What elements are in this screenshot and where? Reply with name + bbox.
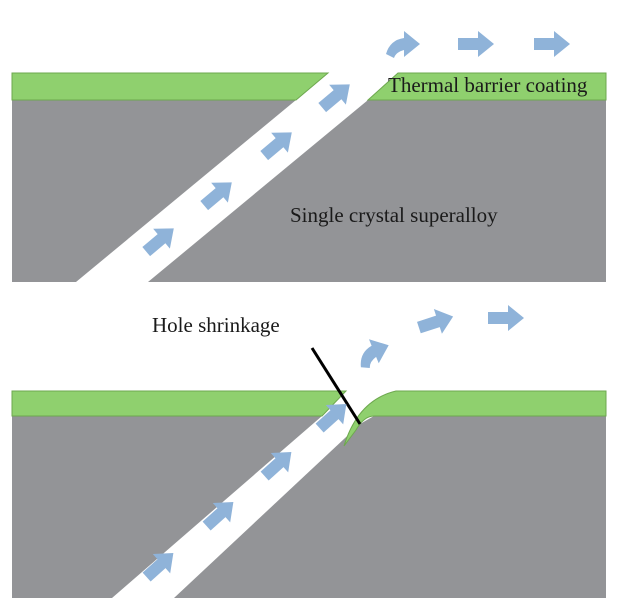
flow-arrow-icon (255, 122, 301, 166)
flow-arrow-icon (488, 305, 524, 331)
hole-shrinkage-leader-line (310, 347, 362, 425)
curved-flow-arrow-icon (352, 333, 394, 371)
flow-arrow-icon (195, 172, 241, 216)
bottom-coating-right-shrinkage (343, 390, 607, 447)
thermal-barrier-coating-label: Thermal barrier coating (388, 73, 588, 97)
top-coating-left (11, 72, 330, 101)
bottom-coating-left (11, 390, 348, 417)
flow-arrow-icon (313, 74, 359, 118)
top-substrate-right (148, 100, 606, 282)
flow-arrow-icon (458, 31, 494, 57)
flow-arrow-icon (534, 31, 570, 57)
top-substrate-left (12, 100, 296, 282)
bottom-substrate-right (174, 416, 606, 598)
bottom-panel: Hole shrinkage (11, 304, 607, 598)
single-crystal-superalloy-label: Single crystal superalloy (290, 203, 498, 227)
flow-arrow-icon (414, 304, 458, 340)
top-coating-right (366, 72, 607, 101)
curved-flow-arrow-icon (386, 31, 420, 58)
hole-shrinkage-label: Hole shrinkage (152, 313, 280, 337)
bottom-substrate-left (12, 416, 322, 598)
top-panel: Thermal barrier coating Single crystal s… (11, 31, 607, 282)
